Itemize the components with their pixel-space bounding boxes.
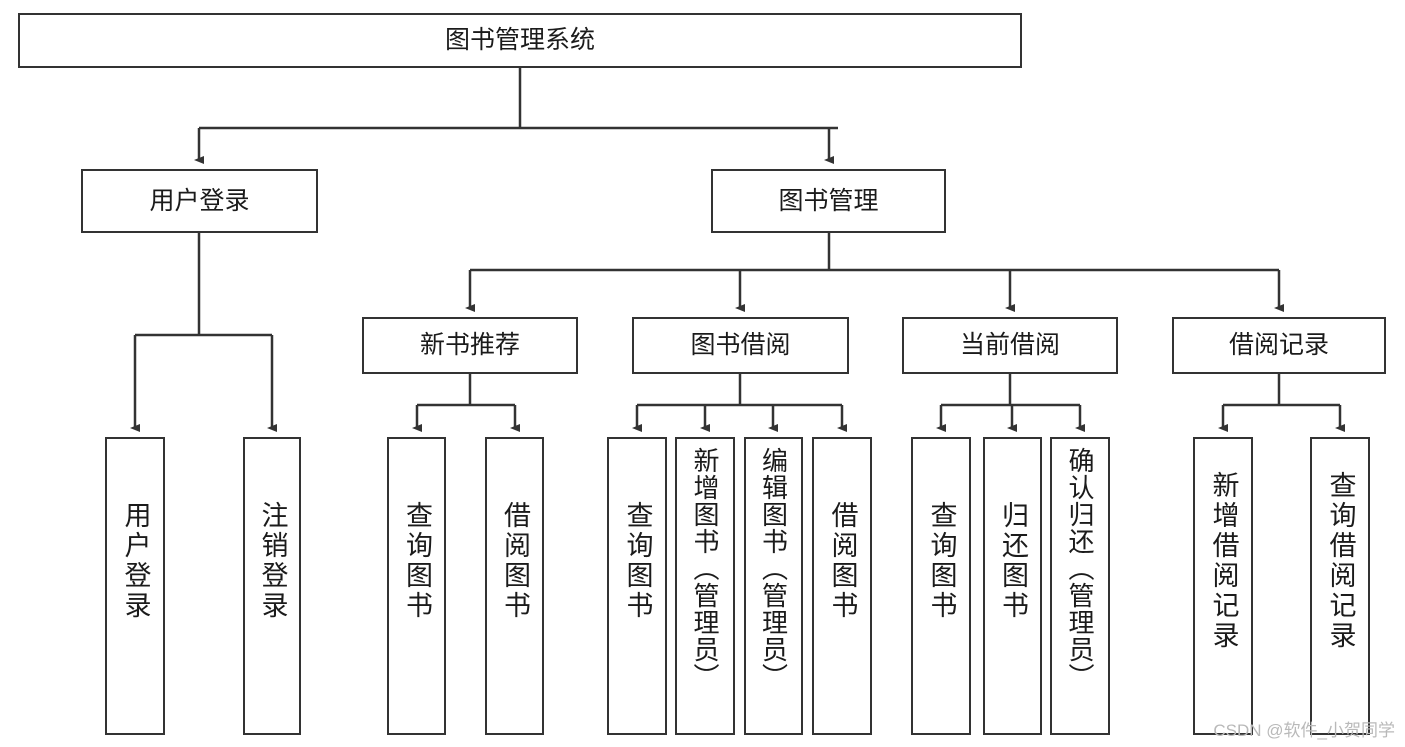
node-label: 查询图书 — [622, 501, 653, 621]
node-label: 借阅图书 — [500, 501, 530, 621]
node-label: 用户登录 — [120, 501, 151, 621]
leaf-logout[interactable]: 注销登录 — [243, 437, 301, 735]
node-label: 图书管理系统 — [444, 26, 595, 55]
node-borrow-record[interactable]: 借阅记录 — [1172, 317, 1386, 374]
leaf-query-borrow-record[interactable]: 查询借阅记录 — [1310, 437, 1370, 735]
node-new-book-recommend[interactable]: 新书推荐 — [362, 317, 578, 374]
node-book-borrow[interactable]: 图书借阅 — [632, 317, 849, 374]
node-label: 查询图书 — [926, 501, 957, 621]
node-label: 归还图书 — [998, 501, 1028, 621]
node-book-manage[interactable]: 图书管理 — [711, 169, 946, 233]
node-label: 查询图书 — [402, 501, 432, 621]
node-label: 用户登录 — [149, 186, 250, 215]
leaf-confirm-return[interactable]: 确认归还（管理员） — [1050, 437, 1110, 735]
node-label: 借阅记录 — [1228, 331, 1329, 360]
node-label: 查询借阅记录 — [1325, 471, 1356, 651]
leaf-borrow-book-recommend[interactable]: 借阅图书 — [485, 437, 544, 735]
node-user-login[interactable]: 用户登录 — [81, 169, 318, 233]
leaf-borrow-book-borrow[interactable]: 借阅图书 — [812, 437, 872, 735]
leaf-query-book-borrow[interactable]: 查询图书 — [607, 437, 667, 735]
node-label: 图书管理 — [778, 186, 879, 215]
node-label: 编辑图书（管理员） — [758, 447, 789, 690]
leaf-user-login[interactable]: 用户登录 — [105, 437, 165, 735]
leaf-query-book-recommend[interactable]: 查询图书 — [387, 437, 446, 735]
leaf-edit-book[interactable]: 编辑图书（管理员） — [744, 437, 803, 735]
node-label: 注销登录 — [257, 501, 288, 621]
node-label: 新增图书（管理员） — [690, 447, 720, 690]
leaf-add-borrow-record[interactable]: 新增借阅记录 — [1193, 437, 1253, 735]
node-label: 借阅图书 — [827, 501, 858, 621]
leaf-query-book-current[interactable]: 查询图书 — [911, 437, 971, 735]
node-current-borrow[interactable]: 当前借阅 — [902, 317, 1118, 374]
node-label: 新书推荐 — [419, 331, 520, 360]
leaf-return-book[interactable]: 归还图书 — [983, 437, 1042, 735]
node-label: 当前借阅 — [959, 331, 1060, 360]
node-root-system[interactable]: 图书管理系统 — [18, 13, 1022, 68]
leaf-add-book[interactable]: 新增图书（管理员） — [675, 437, 735, 735]
node-label: 确认归还（管理员） — [1065, 447, 1095, 690]
node-label: 新增借阅记录 — [1208, 471, 1239, 651]
node-label: 图书借阅 — [690, 331, 791, 360]
